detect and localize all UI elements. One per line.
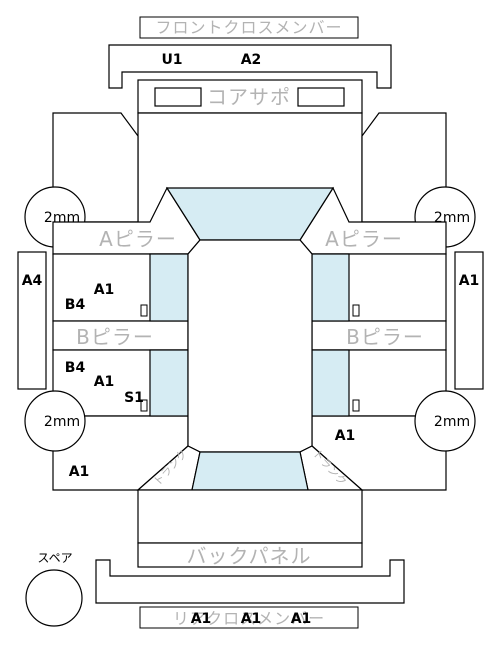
right-side-sill[interactable] — [454, 251, 484, 390]
rear-right-wheel-label: 2mm — [434, 414, 470, 430]
rear-window[interactable] — [191, 451, 309, 491]
front-cross-member-label: フロントクロスメンバー — [155, 18, 342, 37]
core-support-label: コアサポ — [207, 85, 291, 109]
trunk-lid[interactable] — [137, 489, 363, 544]
a-pillar-left-label: Aピラー — [99, 227, 177, 251]
code-left-side: A4 — [22, 273, 43, 289]
spare-label: スペア — [37, 551, 72, 565]
b-pillar-right-label: Bピラー — [346, 325, 424, 349]
a-pillar-right-label: Aピラー — [325, 227, 403, 251]
left-rear-window[interactable] — [149, 349, 189, 417]
back-panel-box[interactable] — [137, 542, 363, 568]
rear-left-door-handle[interactable] — [140, 399, 148, 412]
back-panel-label: バックパネル — [187, 544, 312, 568]
headlight-right[interactable] — [297, 87, 345, 107]
code-rear-member-2: A1 — [241, 611, 262, 627]
left-side-sill[interactable] — [17, 251, 47, 390]
front-bumper[interactable] — [108, 44, 392, 89]
code-front-member-1: U1 — [161, 52, 182, 68]
front-cross-member-box[interactable] — [139, 16, 359, 39]
rear-cross-member-box[interactable] — [139, 606, 359, 629]
code-front-left-door-2: B4 — [65, 297, 86, 313]
code-rear-left-door-2: A1 — [94, 374, 115, 390]
code-rear-member-1: A1 — [191, 611, 212, 627]
code-rear-left-door-3: S1 — [124, 390, 144, 406]
left-front-window[interactable] — [149, 253, 189, 322]
front-right-door-handle[interactable] — [352, 304, 360, 317]
rear-left-wheel-label: 2mm — [44, 414, 80, 430]
code-rear-right-door: A1 — [335, 428, 356, 444]
headlight-left[interactable] — [154, 87, 202, 107]
code-rear-member-3: A1 — [291, 611, 312, 627]
rear-left-wheel[interactable] — [24, 390, 86, 452]
right-front-window[interactable] — [311, 253, 350, 322]
code-front-left-door-1: A1 — [94, 282, 115, 298]
code-rear-left-door-1: B4 — [65, 360, 86, 376]
rear-right-wheel[interactable] — [414, 390, 476, 452]
code-front-member-2: A2 — [241, 52, 262, 68]
spare-tire[interactable] — [25, 569, 83, 627]
b-pillar-left-label: Bピラー — [76, 325, 154, 349]
b-pillar-right-panel[interactable] — [311, 320, 447, 351]
code-rear-left-quarter: A1 — [69, 464, 90, 480]
rear-cross-member-label: リアクロスメンバー — [173, 609, 325, 628]
roof[interactable] — [187, 239, 313, 453]
code-right-side: A1 — [459, 273, 480, 289]
front-left-door-handle[interactable] — [140, 304, 148, 317]
rear-right-door-handle[interactable] — [352, 399, 360, 412]
rear-bumper[interactable] — [95, 559, 405, 604]
right-rear-window[interactable] — [311, 349, 350, 417]
